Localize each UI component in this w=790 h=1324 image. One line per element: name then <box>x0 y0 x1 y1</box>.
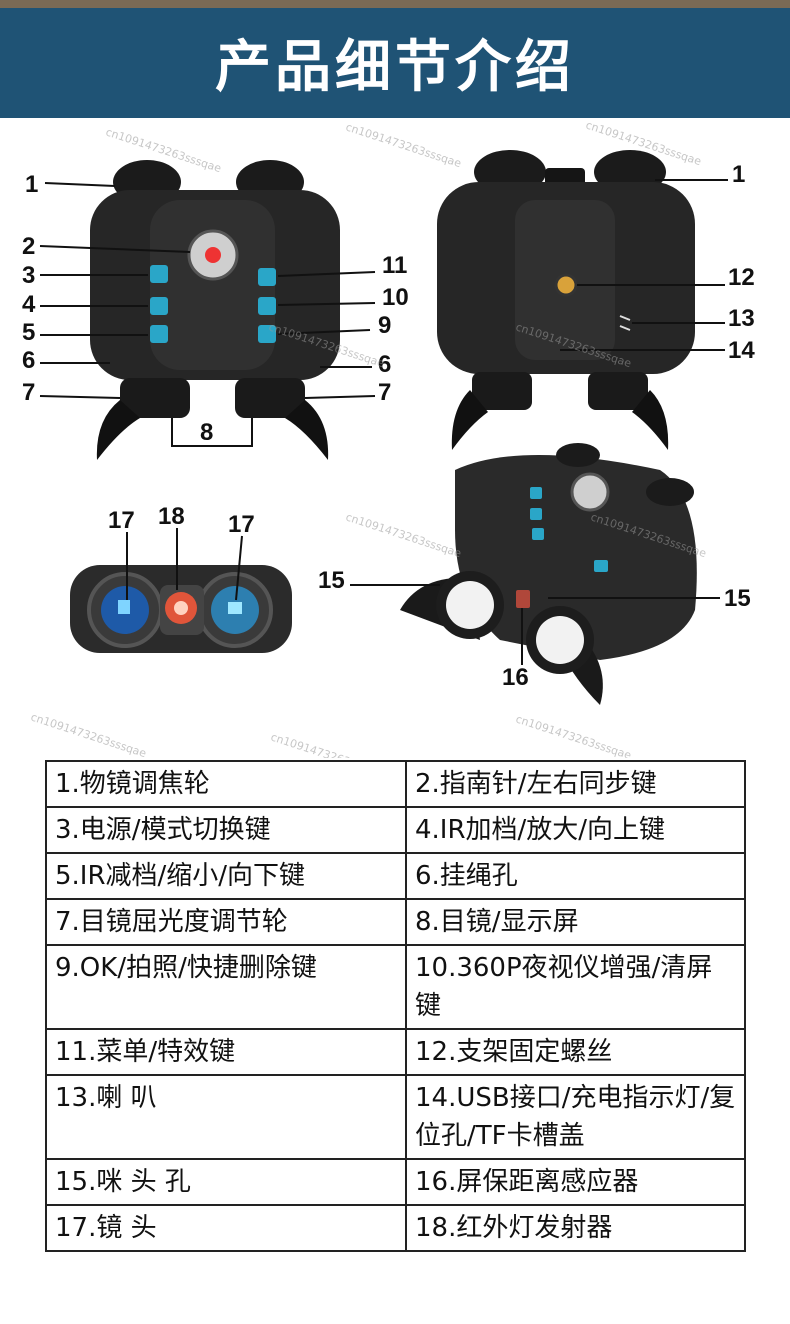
page-title: 产品细节介绍 <box>215 35 575 100</box>
callout-15-right: 15 <box>724 585 751 612</box>
table-row: 5.IR减档/缩小/向下键 6.挂绳孔 <box>45 852 746 900</box>
product-diagram: 1 2 3 4 5 6 7 8 11 10 9 6 7 1 12 13 14 <box>22 118 755 758</box>
callout-1-back: 1 <box>732 161 745 188</box>
spec-cell: 3.电源/模式切换键 <box>45 806 407 854</box>
table-row: 1.物镜调焦轮 2.指南针/左右同步键 <box>45 760 746 808</box>
spec-cell: 16.屏保距离感应器 <box>405 1158 746 1206</box>
watermark-text: cn1091473263sssqae <box>344 120 463 170</box>
header-banner: 产品细节介绍 <box>0 0 790 118</box>
callout-6-right: 6 <box>378 351 391 378</box>
spec-cell: 12.支架固定螺丝 <box>405 1028 746 1076</box>
binocular-back-view <box>437 150 728 450</box>
table-row: 17.镜 头 18.红外灯发射器 <box>45 1204 746 1252</box>
spec-cell: 17.镜 头 <box>45 1204 407 1252</box>
top-photo-strip <box>0 0 790 8</box>
binocular-lens-view <box>70 528 292 653</box>
table-row: 13.喇 叭 14.USB接口/充电指示灯/复位孔/TF卡槽盖 <box>45 1074 746 1160</box>
callout-1-front: 1 <box>25 171 38 198</box>
spec-cell: 11.菜单/特效键 <box>45 1028 407 1076</box>
spec-cell: 2.指南针/左右同步键 <box>405 760 746 808</box>
watermark-text: cn1091473263sssqae <box>344 510 463 560</box>
table-row: 3.电源/模式切换键 4.IR加档/放大/向上键 <box>45 806 746 854</box>
callout-15-left: 15 <box>318 567 345 594</box>
table-row: 9.OK/拍照/快捷删除键 10.360P夜视仪增强/清屏键 <box>45 944 746 1030</box>
callout-8: 8 <box>200 419 213 446</box>
spec-cell: 15.咪 头 孔 <box>45 1158 407 1206</box>
binocular-angled-view <box>350 443 720 705</box>
callout-6-left: 6 <box>22 347 35 374</box>
watermark-text: cn1091473263sssqae <box>29 710 148 758</box>
callout-13: 13 <box>728 305 755 332</box>
callout-17-right: 17 <box>228 511 255 538</box>
spec-cell: 8.目镜/显示屏 <box>405 898 746 946</box>
spec-cell: 13.喇 叭 <box>45 1074 407 1160</box>
callout-7-left: 7 <box>22 379 35 406</box>
table-row: 7.目镜屈光度调节轮 8.目镜/显示屏 <box>45 898 746 946</box>
callout-7-right: 7 <box>378 379 391 406</box>
spec-cell: 4.IR加档/放大/向上键 <box>405 806 746 854</box>
callout-17-left: 17 <box>108 507 135 534</box>
spec-table: 1.物镜调焦轮 2.指南针/左右同步键 3.电源/模式切换键 4.IR加档/放大… <box>45 760 746 1252</box>
callout-3: 3 <box>22 262 35 289</box>
callout-14: 14 <box>728 337 755 364</box>
watermark-text: cn1091473263sssqae <box>269 730 388 758</box>
callout-2: 2 <box>22 233 35 260</box>
table-row: 15.咪 头 孔 16.屏保距离感应器 <box>45 1158 746 1206</box>
watermark-text: cn1091473263sssqae <box>514 712 633 758</box>
spec-cell: 14.USB接口/充电指示灯/复位孔/TF卡槽盖 <box>405 1074 746 1160</box>
callout-12: 12 <box>728 264 755 291</box>
callout-9: 9 <box>378 312 391 339</box>
table-row: 11.菜单/特效键 12.支架固定螺丝 <box>45 1028 746 1076</box>
spec-cell: 9.OK/拍照/快捷删除键 <box>45 944 407 1030</box>
spec-cell: 18.红外灯发射器 <box>405 1204 746 1252</box>
callout-4: 4 <box>22 291 36 318</box>
callout-18: 18 <box>158 503 185 530</box>
callout-16: 16 <box>502 664 529 691</box>
spec-cell: 1.物镜调焦轮 <box>45 760 407 808</box>
spec-cell: 6.挂绳孔 <box>405 852 746 900</box>
spec-cell: 7.目镜屈光度调节轮 <box>45 898 407 946</box>
spec-cell: 5.IR减档/缩小/向下键 <box>45 852 407 900</box>
callout-5: 5 <box>22 319 35 346</box>
callout-10: 10 <box>382 284 409 311</box>
binocular-front-view <box>39 160 376 460</box>
callout-11: 11 <box>382 252 407 279</box>
spec-cell: 10.360P夜视仪增强/清屏键 <box>405 944 746 1030</box>
